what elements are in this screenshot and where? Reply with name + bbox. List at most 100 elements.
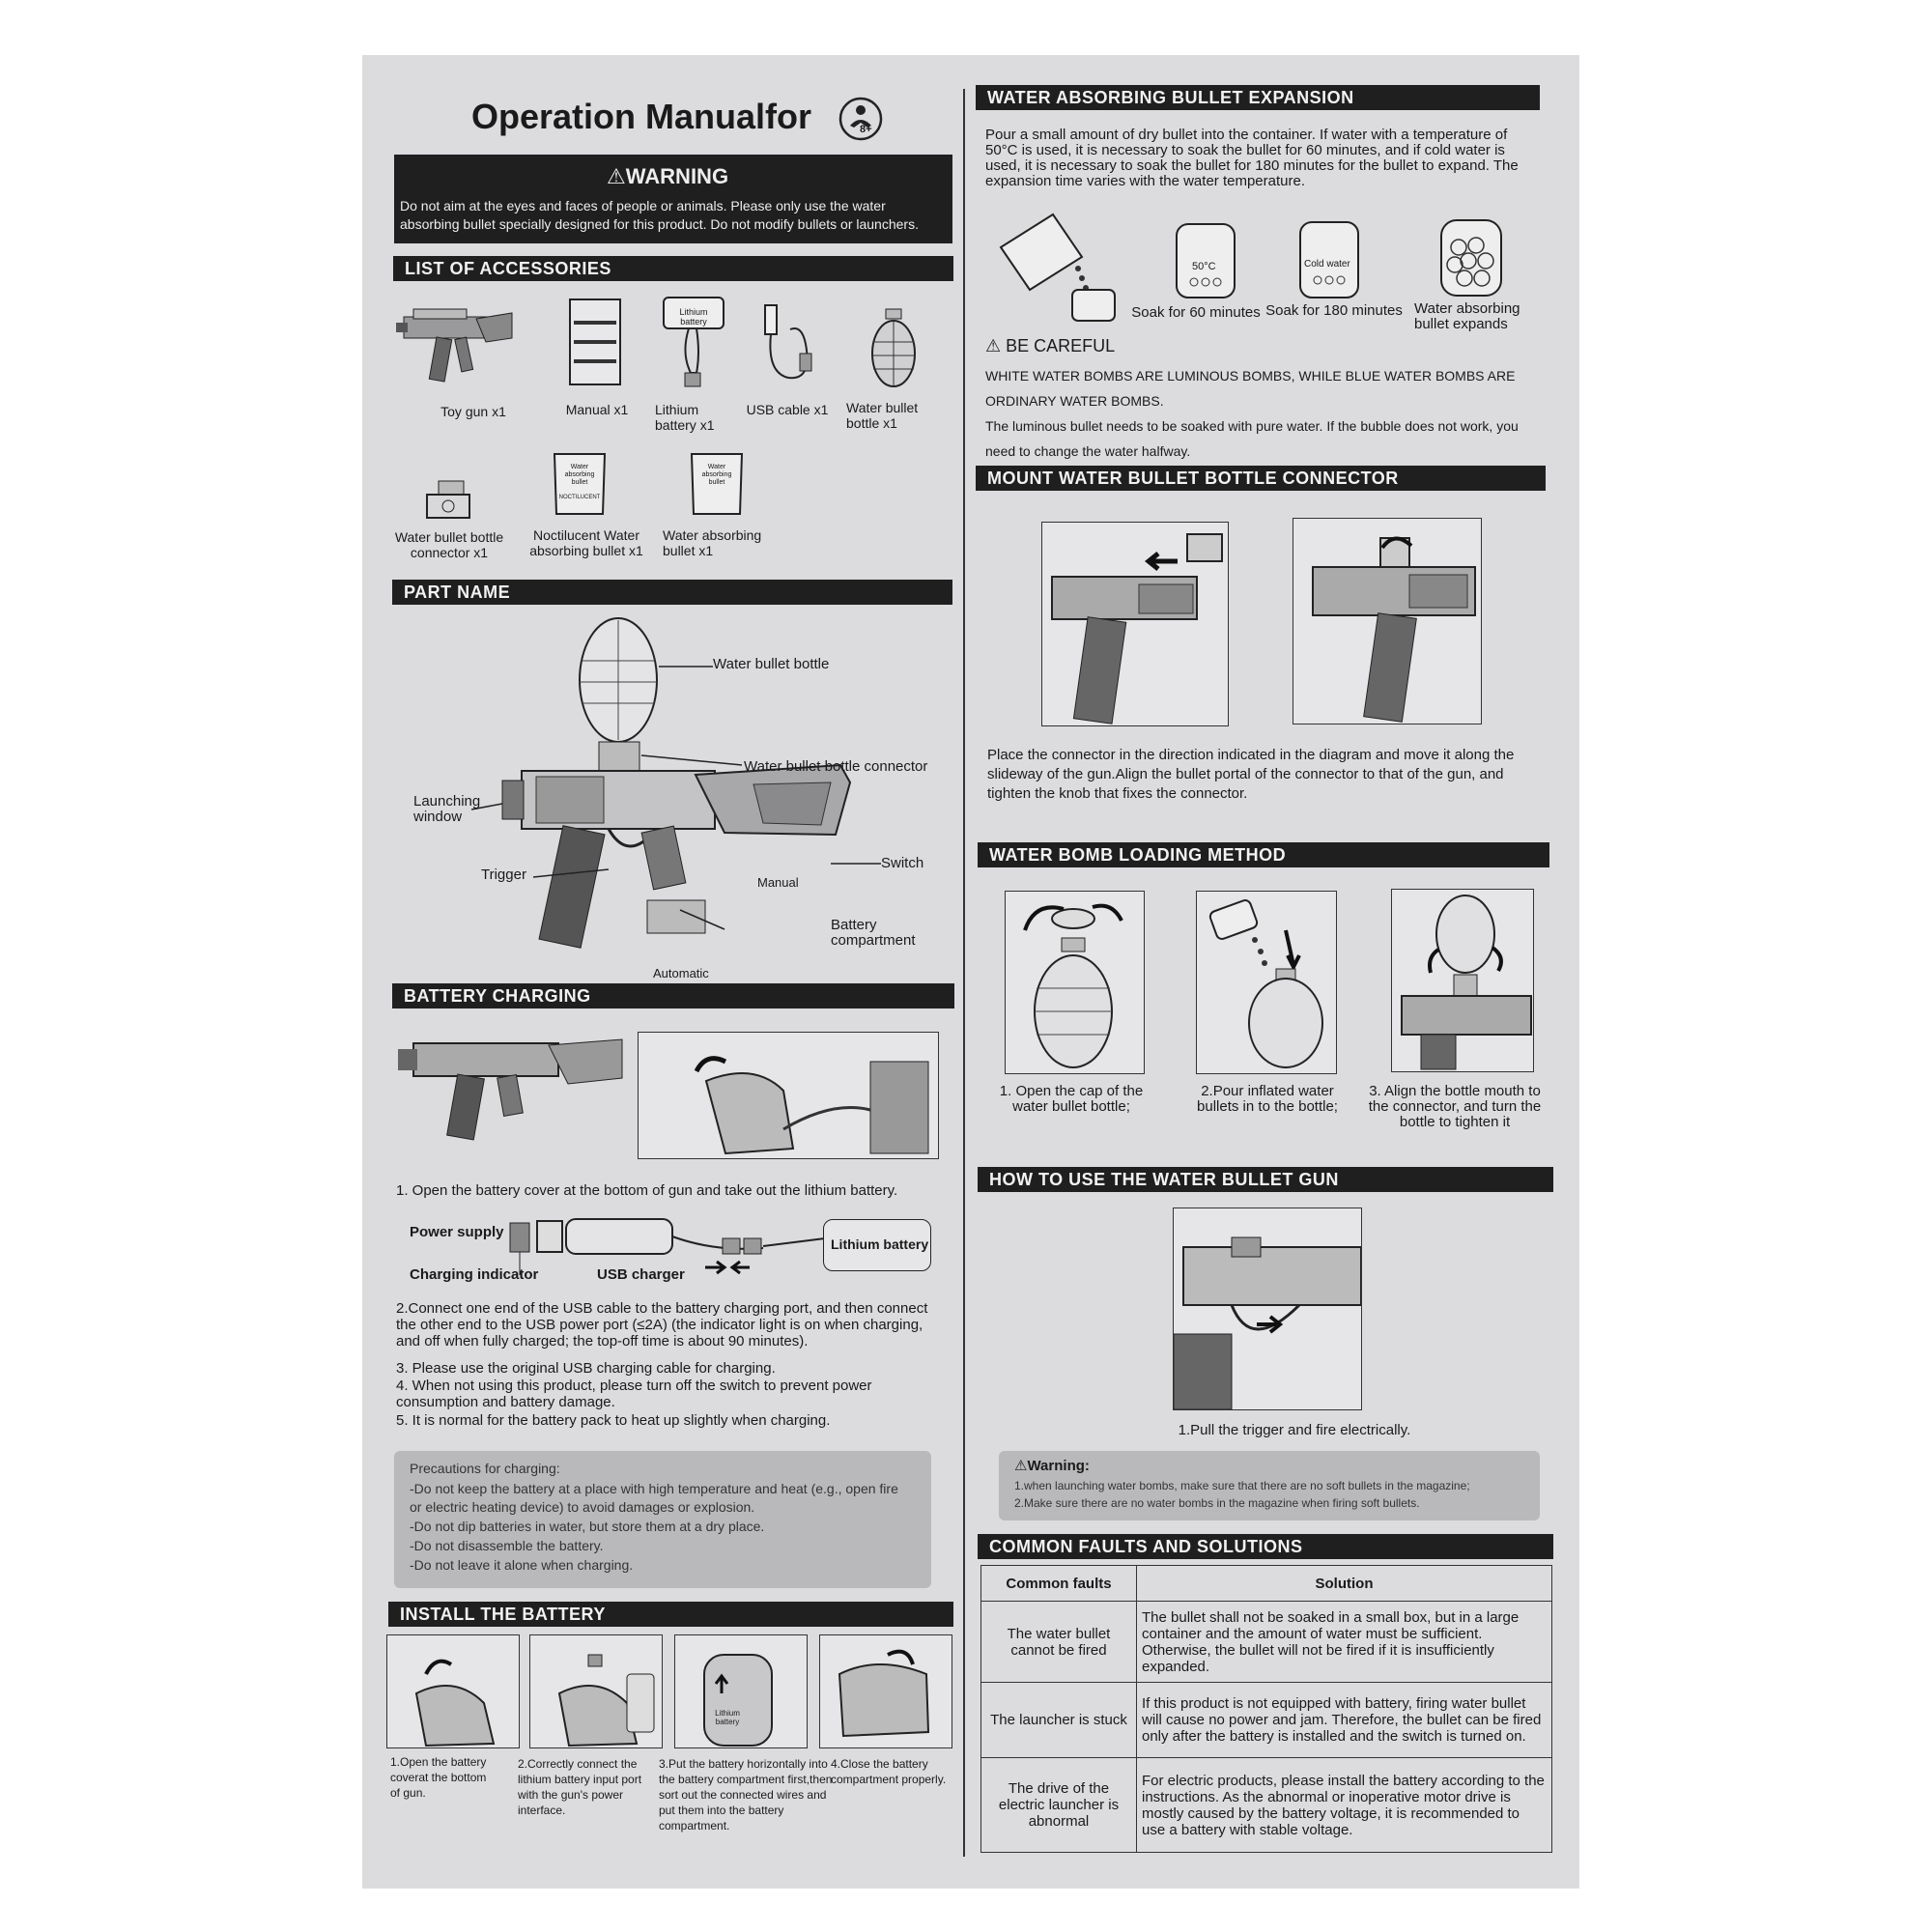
accessory-caption-5: Water bullet bottle x1 [846, 400, 919, 431]
fault-cell: The water bullet cannot be fired [980, 1601, 1137, 1683]
caution-icon: ⚠ [985, 336, 1002, 355]
install-step-2-figure [529, 1634, 663, 1748]
cup-warm-figure: 50°C [1175, 222, 1236, 299]
fault-cell: The launcher is stuck [980, 1682, 1137, 1758]
accessories-heading: LIST OF ACCESSORIES [393, 256, 953, 281]
battery-tag: Lithium battery [679, 307, 708, 327]
install-step-1-text: 1.Open the battery coverat the bottom of… [390, 1755, 487, 1800]
loading-heading: WATER BOMB LOADING METHOD [978, 842, 1549, 867]
fault-cell: The drive of the electric launcher is ab… [980, 1757, 1137, 1853]
be-careful-text: BE CAREFUL [1006, 336, 1116, 355]
label-switch: Switch [881, 855, 924, 871]
install-step-1-figure [386, 1634, 520, 1748]
faults-col-solution: Solution [1136, 1565, 1552, 1602]
lithium-battery-figure: Lithium battery [662, 296, 725, 392]
install-step-4-text: 4.Close the battery compartment properly… [831, 1757, 947, 1786]
precautions-box [394, 1451, 931, 1588]
age-badge: 8+ [838, 97, 883, 141]
install-step-3-figure: Lithium battery [674, 1634, 808, 1748]
mount-step-1-figure [1041, 522, 1229, 726]
warning-text: Do not aim at the eyes and faces of peop… [400, 198, 919, 232]
expansion-caption-3: Water absorbing bullet expands [1414, 300, 1520, 332]
howto-warning-1: 1.when launching water bombs, make sure … [1014, 1479, 1470, 1492]
charging-step-5: 5. It is normal for the battery pack to … [396, 1412, 831, 1429]
lithium-battery-box [823, 1219, 931, 1271]
trigger-figure [1173, 1208, 1362, 1410]
accessory-caption-4: USB cable x1 [746, 402, 829, 417]
charging-gun-figure [394, 1030, 626, 1142]
label-charging-indicator: Charging indicator [410, 1266, 539, 1283]
precaution-2: -Do not dip batteries in water, but stor… [410, 1519, 765, 1534]
warning-heading: ⚠WARNING [607, 164, 728, 189]
expansion-caption-2: Soak for 180 minutes [1265, 302, 1403, 319]
label-bottle-connector: Water bullet bottle connector [744, 758, 928, 775]
expansion-text: Pour a small amount of dry bullet into t… [985, 127, 1519, 189]
label-trigger: Trigger [481, 867, 526, 883]
bullet-pack-figure: Water absorbing bullet [690, 450, 744, 518]
table-row: The water bullet cannot be fired The bul… [980, 1601, 1552, 1683]
careful-text-2: The luminous bullet needs to be soaked w… [985, 418, 1519, 459]
howto-warning-heading-text: Warning: [1027, 1458, 1090, 1474]
howto-warning-icon: ⚠ [1014, 1458, 1028, 1474]
install-step-2-text: 2.Correctly connect the lithium battery … [518, 1757, 642, 1817]
label-automatic: Automatic [653, 966, 709, 980]
cup-cold-label: Cold water [1304, 259, 1350, 270]
label-battery-compartment: Battery compartment [831, 917, 916, 949]
expansion-heading: WATER ABSORBING BULLET EXPANSION [976, 85, 1540, 110]
careful-text-1: WHITE WATER BOMBS ARE LUMINOUS BOMBS, WH… [985, 368, 1516, 409]
faults-col-fault: Common faults [980, 1565, 1137, 1602]
install-step-4-figure [819, 1634, 952, 1748]
expansion-caption-1: Soak for 60 minutes [1131, 304, 1261, 321]
install-step-3-text: 3.Put the battery horizontally into the … [659, 1757, 833, 1833]
noctilucent-pack-figure: Water absorbing bullet NOCTILUCENT [553, 450, 607, 518]
charging-closeup-figure [638, 1032, 939, 1159]
child-icon [838, 97, 883, 141]
usb-cable-figure [759, 296, 817, 387]
pack-sub-label: NOCTILUCENT [558, 495, 601, 500]
howto-step-1: 1.Pull the trigger and fire electrically… [1178, 1422, 1411, 1438]
faults-table: Common faults Solution The water bullet … [980, 1565, 1552, 1853]
mount-step-2-figure [1293, 518, 1482, 724]
solution-cell: The bullet shall not be soaked in a smal… [1136, 1601, 1552, 1683]
accessory-caption-1: Toy gun x1 [440, 404, 506, 419]
dry-bullet-pack-figure [995, 209, 1121, 325]
solution-cell: For electric products, please install th… [1136, 1757, 1552, 1853]
warning-icon: ⚠ [607, 164, 626, 188]
howto-warning-heading: ⚠Warning: [1014, 1459, 1090, 1474]
precaution-3: -Do not disassemble the battery. [410, 1538, 604, 1553]
accessory-caption-6: Water bullet bottle connector x1 [394, 529, 504, 560]
label-lithium-battery: Lithium battery [831, 1236, 929, 1252]
toy-gun-figure [394, 296, 515, 387]
page-title: Operation Manualfor [471, 97, 812, 136]
cup-expanded-figure [1439, 218, 1503, 298]
faults-heading: COMMON FAULTS AND SOLUTIONS [978, 1534, 1553, 1559]
part-diagram [406, 611, 947, 978]
charging-step-1: 1. Open the battery cover at the bottom … [396, 1182, 898, 1199]
column-divider [963, 89, 965, 1857]
connector-figure [423, 479, 473, 522]
charging-step-3: 3. Please use the original USB charging … [396, 1360, 776, 1377]
loading-step-1-figure [1005, 891, 1145, 1074]
mount-connector-heading: MOUNT WATER BULLET BOTTLE CONNECTOR [976, 466, 1546, 491]
accessory-caption-3: Lithium battery x1 [655, 402, 715, 433]
pack-label-1: Water absorbing bullet [564, 464, 595, 486]
mount-text: Place the connector in the direction ind… [987, 747, 1515, 802]
water-bottle-figure [869, 307, 918, 390]
table-row: The drive of the electric launcher is ab… [980, 1757, 1552, 1853]
label-launching-window: Launching window [413, 793, 481, 825]
install-battery-tag: Lithium battery [715, 1709, 740, 1726]
pack-label-2: Water absorbing bullet [701, 464, 732, 486]
howto-warning-2: 2.Make sure there are no water bombs in … [1014, 1496, 1420, 1510]
accessory-caption-2: Manual x1 [565, 402, 629, 417]
battery-charging-heading: BATTERY CHARGING [392, 983, 954, 1009]
loading-step-3-text: 3. Align the bottle mouth to the connect… [1368, 1083, 1542, 1130]
solution-cell: If this product is not equipped with bat… [1136, 1682, 1552, 1758]
warning-box: ⚠WARNING Do not aim at the eyes and face… [394, 155, 952, 243]
label-water-bullet-bottle: Water bullet bottle [713, 656, 830, 672]
label-manual: Manual [757, 875, 799, 890]
loading-step-1-text: 1. Open the cap of the water bullet bott… [999, 1083, 1144, 1115]
be-careful-heading: ⚠ BE CAREFUL [985, 336, 1116, 355]
manual-figure [568, 298, 622, 386]
loading-step-2-figure [1196, 891, 1337, 1074]
label-power-supply: Power supply [410, 1224, 504, 1240]
